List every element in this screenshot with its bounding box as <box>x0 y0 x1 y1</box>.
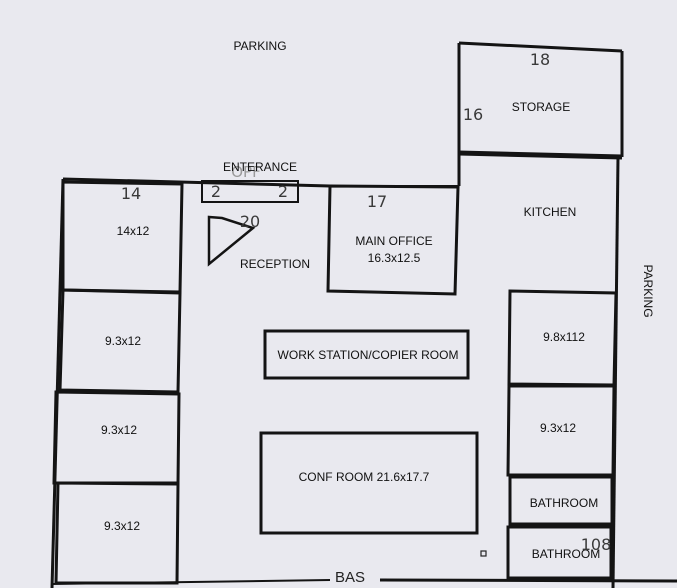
main-office-size: 16.3x12.5 <box>368 251 421 265</box>
conf-room-label: CONF ROOM 21.6x17.7 <box>299 470 430 484</box>
room-number-108: 108 <box>581 535 612 554</box>
room-number-14: 14 <box>121 184 141 203</box>
parking-right-label: PARKING <box>641 264 655 317</box>
bottom-label: BAS <box>335 569 365 586</box>
bathroom-2-label: BATHROOM <box>532 547 600 561</box>
kitchen-label: KITCHEN <box>524 205 577 219</box>
workstation-label: WORK STATION/COPIER ROOM <box>278 348 459 362</box>
bathroom-1-label: BATHROOM <box>530 496 598 510</box>
right-room-1-label: 9.8x112 <box>543 330 585 344</box>
room-number-17: 17 <box>367 192 387 211</box>
left-room-1-label: 14x12 <box>117 224 150 238</box>
right-rooms <box>506 289 618 580</box>
room-number-16: 16 <box>463 105 483 124</box>
desk-number-2-left: 2 <box>211 182 221 201</box>
workstation-room <box>263 329 470 380</box>
left-room-2-label: 9.3x12 <box>105 334 141 348</box>
right-room-2-label: 9.3x12 <box>540 421 576 435</box>
entrance-label: ENTERANCE <box>223 160 297 174</box>
main-office-room <box>326 184 460 296</box>
parking-top-label: PARKING <box>233 39 286 53</box>
left-room-4-label: 9.3x12 <box>104 519 140 533</box>
room-number-18: 18 <box>530 50 550 69</box>
reception-label: RECEPTION <box>240 257 310 271</box>
entrance-overlay-label: OPF <box>231 163 260 181</box>
room-number-20: 20 <box>240 212 260 231</box>
reception-fixtures <box>201 180 299 267</box>
storage-label: STORAGE <box>512 100 570 114</box>
conf-room <box>259 431 479 535</box>
main-office-name: MAIN OFFICE <box>355 234 432 248</box>
small-marker <box>480 550 487 557</box>
left-room-3-label: 9.3x12 <box>101 423 137 437</box>
desk-number-2-right: 2 <box>278 182 288 201</box>
left-rooms <box>52 180 184 585</box>
